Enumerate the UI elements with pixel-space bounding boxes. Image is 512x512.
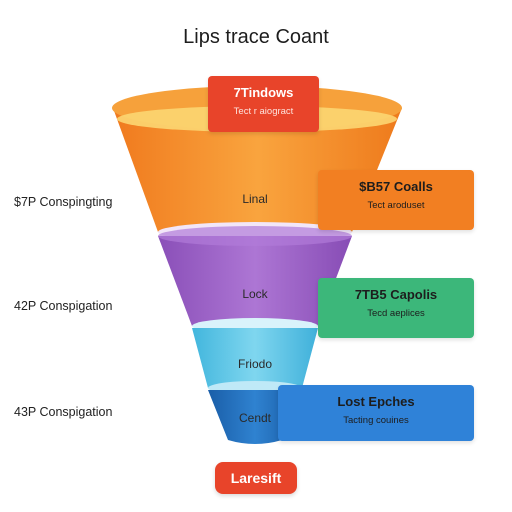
callout-blue: Lost Epches Tacting couines xyxy=(278,385,474,441)
callout-orange: $B57 Coalls Tect aroduset xyxy=(318,170,474,230)
funnel-tier-3 xyxy=(192,328,318,388)
funnel-tier-2 xyxy=(158,236,352,326)
callout-subtitle: Tacting couines xyxy=(343,415,409,426)
left-label: $7P Conspingting xyxy=(14,195,113,209)
bottom-button[interactable]: Laresift xyxy=(215,462,297,494)
funnel-tier-label: Cendt xyxy=(238,411,272,425)
callout-title: $B57 Coalls xyxy=(359,179,433,194)
callout-green: 7TB5 Capolis Tecd aeplices xyxy=(318,278,474,338)
callout-title: 7TB5 Capolis xyxy=(354,287,438,302)
top-callout-subtitle: Tect r aiogract xyxy=(233,106,294,117)
diagram-title: Lips trace Coant xyxy=(183,26,329,48)
top-callout: 7Tindows Tect r aiogract xyxy=(208,76,319,132)
callout-subtitle: Tect aroduset xyxy=(367,200,425,211)
funnel-tier-label: Friodo xyxy=(237,357,272,371)
funnel-tier-label: Linal xyxy=(242,192,268,206)
top-callout-title: 7Tindows xyxy=(233,85,294,100)
left-label: 43P Conspigation xyxy=(14,405,113,419)
funnel-tier-label: Lock xyxy=(242,287,268,301)
callout-subtitle: Tecd aeplices xyxy=(367,308,425,319)
callout-title: Lost Epches xyxy=(337,394,415,409)
left-label: 42P Conspigation xyxy=(14,299,113,313)
